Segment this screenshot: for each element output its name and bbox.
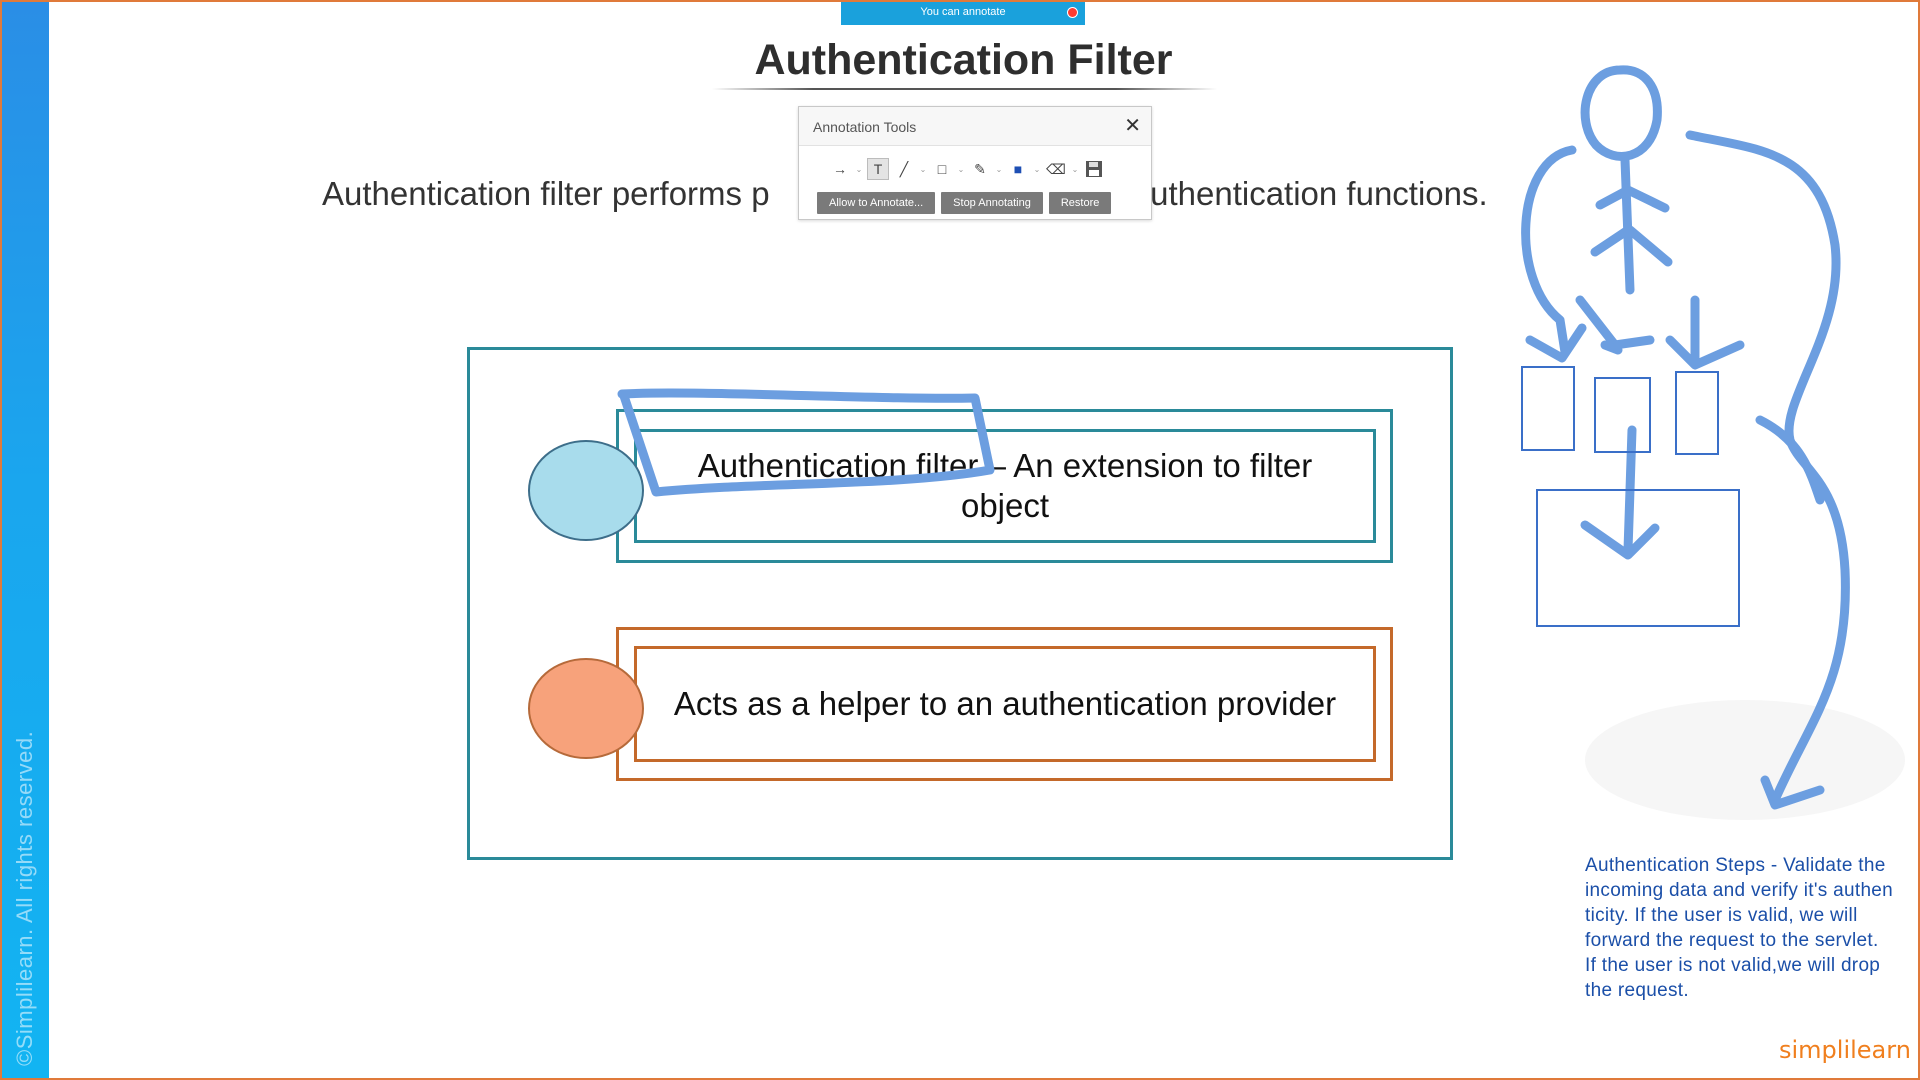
stick-figure-legs-right (1625, 225, 1673, 267)
background-watermark-graphic (1585, 700, 1905, 820)
stick-figure-head (1580, 65, 1662, 161)
color-icon[interactable]: ■ (1013, 161, 1023, 177)
annotation-note: Authentication Steps - Validate the inco… (1585, 855, 1894, 1001)
flow-box-3 (1675, 371, 1719, 455)
chevron-down-icon[interactable]: ⌄ (1033, 164, 1041, 174)
subtitle-left: Authentication filter performs p (322, 175, 770, 212)
stop-annotating-button[interactable]: Stop Annotating (941, 192, 1043, 214)
card-2-bullet-circle (528, 658, 644, 759)
restore-button[interactable]: Restore (1048, 192, 1112, 214)
chevron-down-icon[interactable]: ⌄ (1071, 164, 1079, 174)
arrow-mid-2 (1600, 340, 1623, 355)
annotation-tools-title: Annotation Tools (813, 119, 917, 135)
arrow-left-head (1525, 323, 1587, 363)
save-icon[interactable] (1083, 158, 1105, 180)
copyright-text: ©Simplilearn. All rights reserved. (12, 730, 37, 1066)
flow-box-servlet (1536, 489, 1740, 627)
pen-icon[interactable]: ✎ (974, 160, 986, 177)
stick-figure-legs-left (1590, 225, 1633, 257)
slide-title: Authentication Filter (754, 36, 1173, 84)
chevron-down-icon[interactable]: ⌄ (919, 164, 927, 174)
chevron-down-icon[interactable]: ⌄ (957, 164, 965, 174)
close-icon[interactable]: ✕ (1124, 115, 1141, 137)
flow-box-2 (1594, 377, 1651, 453)
arrow-to-box-head (1580, 520, 1660, 560)
eraser-icon[interactable]: ⌫ (1046, 160, 1066, 177)
annotation-action-buttons: Allow to Annotate... Stop Annotating Res… (817, 192, 1112, 214)
annotation-banner[interactable]: You can annotate (841, 0, 1085, 25)
record-indicator-icon (1068, 8, 1077, 17)
card-1: Authentication filter – An extension to … (634, 429, 1376, 543)
stick-figure-body (1620, 155, 1635, 295)
diagonal-arrow (1755, 415, 1825, 505)
annotation-toolbar: → ⌄ T ╱ ⌄ □ ⌄ ✎ ⌄ ■ ⌄ ⌫ ⌄ (829, 157, 1105, 181)
text-icon[interactable]: T (867, 158, 889, 180)
chevron-down-icon[interactable]: ⌄ (995, 164, 1003, 174)
arrow-mid (1575, 295, 1655, 350)
flow-box-1 (1521, 366, 1575, 451)
card-2: Acts as a helper to an authentication pr… (634, 646, 1376, 762)
title-underline (712, 88, 1217, 90)
allow-annotate-button[interactable]: Allow to Annotate... (817, 192, 936, 214)
card-2-text: Acts as a helper to an authentication pr… (673, 685, 1337, 722)
annotation-tools-panel: Annotation Tools ✕ → ⌄ T ╱ ⌄ □ ⌄ ✎ ⌄ ■ ⌄… (798, 106, 1152, 220)
arrow-icon[interactable]: → (833, 161, 847, 177)
simplilearn-logo: simplilearn (1779, 1036, 1911, 1064)
left-brand-bar: ©Simplilearn. All rights reserved. (2, 2, 49, 1078)
diagram-container (467, 347, 1453, 860)
rectangle-icon[interactable]: □ (937, 161, 947, 177)
line-icon[interactable]: ╱ (899, 160, 909, 177)
card-1-bullet-circle (528, 440, 644, 541)
arrow-to-box (1623, 425, 1637, 555)
annotation-banner-label: You can annotate (920, 6, 1006, 18)
annotation-tools-header[interactable]: Annotation Tools ✕ (799, 107, 1151, 146)
card-1-text: Authentication filter – An extension to … (697, 447, 1313, 524)
arrow-right-head (1665, 335, 1745, 370)
arrow-left-loop (1521, 145, 1577, 357)
stick-figure-arms (1595, 185, 1670, 213)
chevron-down-icon[interactable]: ⌄ (855, 164, 863, 174)
